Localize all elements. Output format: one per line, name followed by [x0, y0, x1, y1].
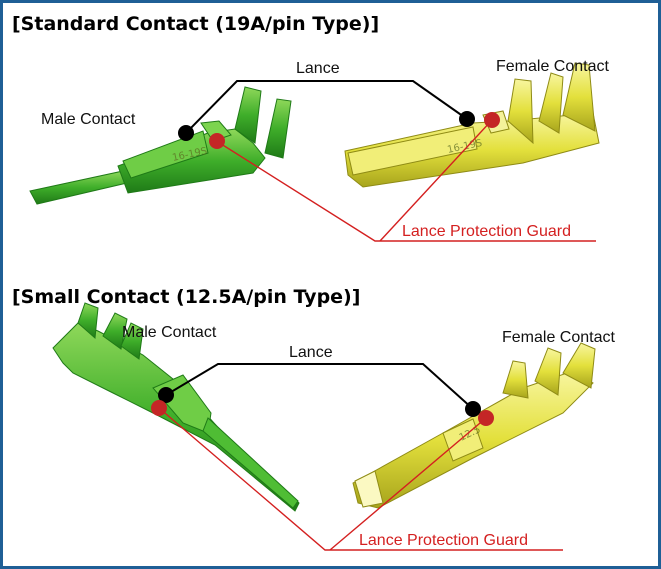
section-heading-small: [Small Contact (12.5A/pin Type)]	[12, 286, 360, 308]
female-contact-label-small: Female Contact	[502, 329, 615, 346]
lance-leader-line-standard	[185, 80, 468, 134]
guard-marker-dot	[209, 133, 225, 149]
guard-leader-line-standard-male	[217, 141, 596, 242]
lance-marker-dot	[459, 111, 475, 127]
lance-label-standard: Lance	[296, 60, 340, 77]
guard-marker-dot	[484, 112, 500, 128]
standard-male-contact-image: 16-19S	[29, 86, 292, 205]
lance-marker-dot	[465, 401, 481, 417]
small-male-contact-image	[52, 302, 300, 512]
guard-marker-dot	[478, 410, 494, 426]
guard-marker-dot	[151, 400, 167, 416]
guard-leader-line-small-female	[329, 417, 487, 551]
male-contact-label-small: Male Contact	[122, 324, 217, 341]
lance-leader-line-small	[165, 363, 474, 410]
guard-leader-line-small-male	[158, 407, 563, 551]
lance-label-small: Lance	[289, 344, 333, 361]
guard-leader-line-standard-female	[379, 119, 493, 242]
section-heading-standard: [Standard Contact (19A/pin Type)]	[12, 13, 379, 35]
male-contact-label-standard: Male Contact	[41, 111, 136, 128]
lance-protection-guard-label-small: Lance Protection Guard	[359, 532, 528, 549]
lance-marker-dot	[158, 387, 174, 403]
small-female-contact-image: 12.5	[352, 342, 596, 509]
contact-diagram: [Standard Contact (19A/pin Type)] 16-19S…	[12, 13, 615, 551]
lance-marker-dot	[178, 125, 194, 141]
lance-protection-guard-label-standard: Lance Protection Guard	[402, 223, 571, 240]
female-contact-label-standard: Female Contact	[496, 58, 609, 75]
